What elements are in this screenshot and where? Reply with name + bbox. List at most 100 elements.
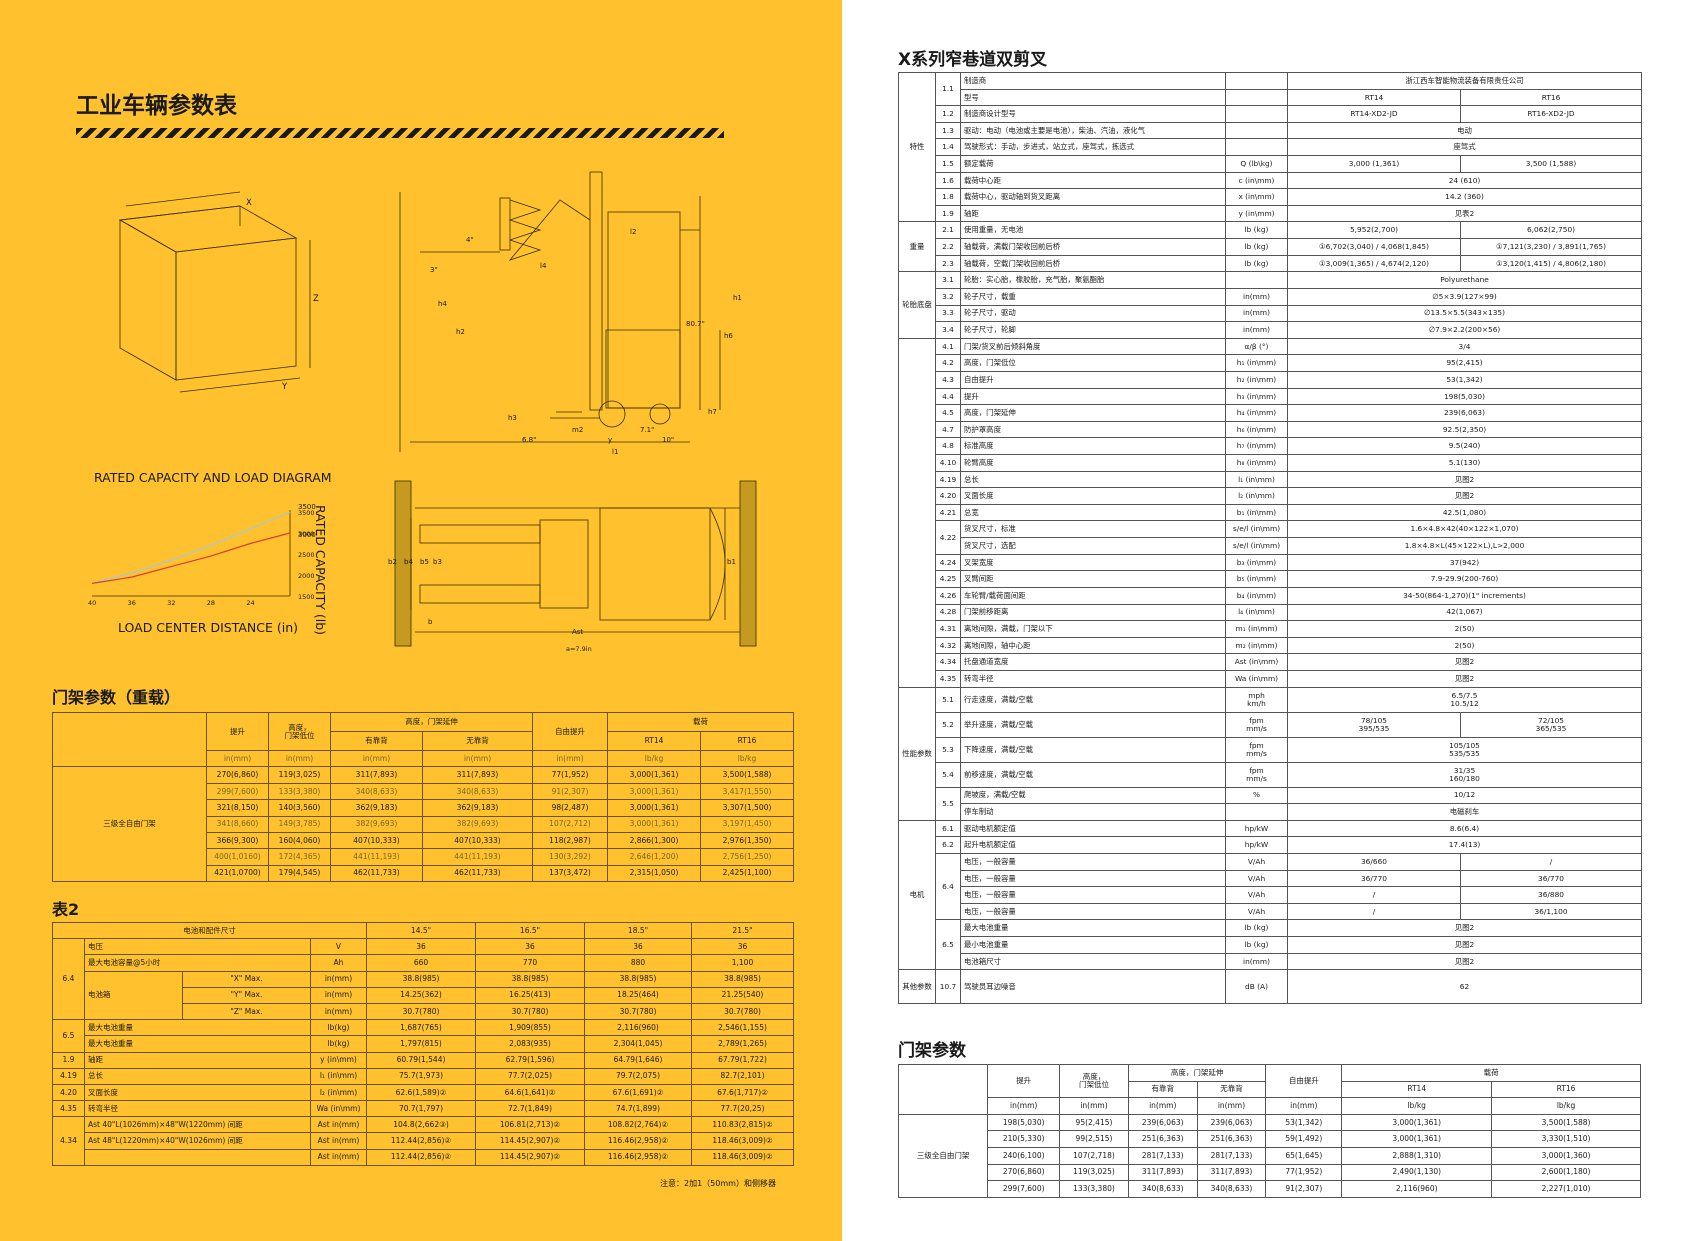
unit: in(mm) [532, 749, 608, 768]
dim-l4: l4 [540, 262, 547, 270]
spec-title: X系列窄巷道双剪叉 [898, 50, 1048, 70]
row-code: 1.3 [935, 121, 961, 140]
dim-b5: b5 [420, 558, 429, 566]
row-value-rt16: ①7,121(3,230) / 3,891(1,765) [1459, 238, 1643, 256]
row-unit: lb (kg) [1225, 221, 1288, 240]
row-unit: c (in\mm) [1225, 171, 1288, 190]
dim-h4: h4 [438, 300, 447, 308]
unit: in(mm) [1196, 1097, 1267, 1115]
row-unit: b₁ (in\mm) [1225, 503, 1288, 522]
row-unit: y (in\mm) [1225, 204, 1288, 223]
table2-note: 注意：2加1（50mm）和侧移器 [660, 1179, 776, 1188]
dim-x: X [246, 198, 252, 208]
row-value: 104.8(2,662③) [366, 1116, 476, 1134]
row-unit: in(mm) [310, 986, 367, 1004]
row-code: 4.20 [52, 1083, 85, 1102]
row-code: 5.5 [935, 786, 961, 821]
row-code: 3.3 [935, 304, 961, 323]
row-code: 3.4 [935, 321, 961, 339]
row-code: 5.3 [935, 736, 961, 763]
row-value: 8.6(6.4) [1286, 819, 1643, 838]
row-value: 2,304(1,045) [584, 1035, 692, 1053]
row-code: 4.10 [935, 454, 961, 472]
table2-title: 表2 [52, 900, 80, 919]
row-value: 82.7(2,101) [691, 1067, 794, 1085]
row-value: Polyurethane [1286, 271, 1643, 289]
row-unit: h₈ (in\mm) [1225, 454, 1288, 472]
group-label: 特性 [898, 71, 936, 223]
table-row: 270(6,860)119(3,025)311(7,893)311(7,893)… [899, 1163, 1641, 1182]
h-height-low: 高度，门架低位 [268, 712, 331, 751]
row-value: 14.25(362) [366, 986, 476, 1004]
row-name: 自由提升 [960, 370, 1226, 389]
row-code: 6.2 [935, 836, 961, 854]
row-code: 4.4 [935, 387, 961, 406]
rated-caption: RATED CAPACITY AND LOAD DIAGRAM [94, 470, 332, 485]
row-name: 轴距 [84, 1051, 311, 1069]
row-value: ∅13.5×5.5(343×135) [1286, 304, 1643, 323]
row-unit [1225, 121, 1288, 140]
h-rt14: RT14 [1341, 1080, 1493, 1099]
dim-h1: h1 [733, 294, 742, 302]
row-name: "Z" Max. [182, 1002, 311, 1021]
row-value-rt16: 36/1,100 [1459, 902, 1643, 921]
row-unit: y (in\mm) [310, 1051, 367, 1069]
row-unit: l₁ (in\mm) [310, 1067, 367, 1085]
row-unit: hp/kW [1225, 836, 1288, 854]
dim-z: Z [313, 294, 319, 304]
h-load: 载荷 [607, 712, 794, 732]
mast-type: 三级全自由门架 [897, 1113, 989, 1198]
row-unit: V [310, 938, 367, 956]
row-code: 1.2 [935, 105, 961, 123]
row-name: 最小电池重量 [960, 936, 1226, 954]
dim-80: 80.7" [686, 320, 705, 328]
row-unit: mph km/h [1225, 686, 1288, 713]
row-value-rt16: ①3,120(1,415) / 4,806(2,180) [1459, 254, 1643, 273]
row-name: 最大电池重量 [84, 1019, 311, 1037]
row-code: 1.4 [935, 138, 961, 157]
table-row: "Y" Max.in(mm)14.25(362)16.25(413)18.25(… [53, 986, 794, 1004]
row-code: 6.4 [935, 852, 961, 921]
x-tick-label: 28 [207, 599, 215, 607]
unit: lb/kg [1341, 1097, 1493, 1115]
row-value: 70.7(1,797) [366, 1100, 476, 1118]
row-unit: m₁ (in\mm) [1225, 620, 1288, 638]
row-value: 77.7(20,25) [691, 1100, 794, 1118]
row-value: 42.5(1,080) [1286, 503, 1643, 522]
y-tick-label: 1500 [298, 593, 315, 601]
row-code: 6.5 [52, 1019, 85, 1053]
row-value: 36 [691, 938, 794, 956]
row-value: 62 [1286, 969, 1643, 1005]
dim-l2: l2 [630, 228, 637, 236]
row-unit: α/β (°) [1225, 337, 1288, 356]
table-row: 321(8,150)140(3,560)362(9,183)362(9,183)… [53, 799, 794, 817]
row-unit: lb (kg) [1225, 238, 1288, 256]
row-name: 行走速度，满载/空载 [960, 686, 1226, 713]
unit: in(mm) [1265, 1097, 1343, 1115]
table-row: 299(7,600)133(3,380)340(8,633)340(8,633)… [899, 1180, 1641, 1198]
row-name: 电压，一般容量 [960, 869, 1226, 888]
row-code: 4.19 [52, 1067, 85, 1085]
row-value: 198(5,030) [1286, 387, 1643, 406]
row-name: 转弯半径 [960, 669, 1226, 688]
row-name: 高度，门架延伸 [960, 404, 1226, 422]
h-rt16: RT16 [700, 731, 794, 751]
row-unit: b₃ (in\mm) [1225, 553, 1288, 572]
mast-heavy-title: 门架参数（重载） [52, 688, 181, 707]
